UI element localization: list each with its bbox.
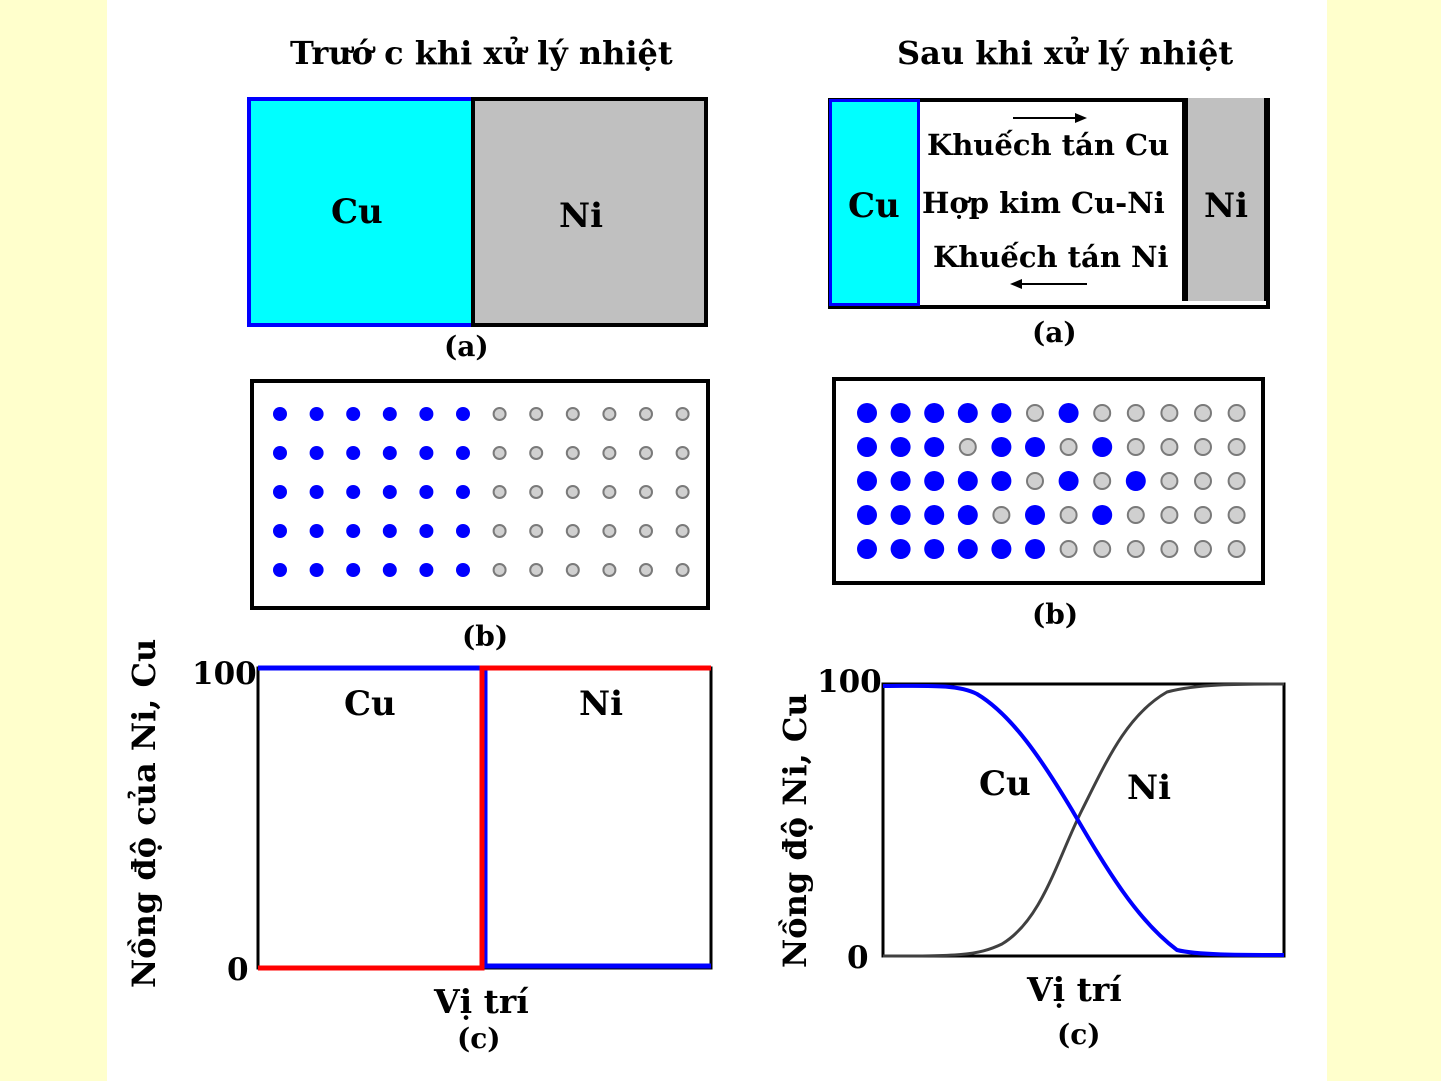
right-plot-frame (883, 684, 1284, 956)
right-caption-c: (c) (1057, 1018, 1101, 1051)
right-plot-ni-label: Ni (1127, 768, 1171, 808)
right-concentration-plot (107, 0, 1327, 1081)
right-x-label: Vị trí (1027, 970, 1122, 1009)
slide-canvas: Trướ c khi xử lý nhiệt Cu Ni (a) (b) Nồn… (107, 0, 1327, 1081)
right-plot-cu-label: Cu (979, 764, 1031, 804)
